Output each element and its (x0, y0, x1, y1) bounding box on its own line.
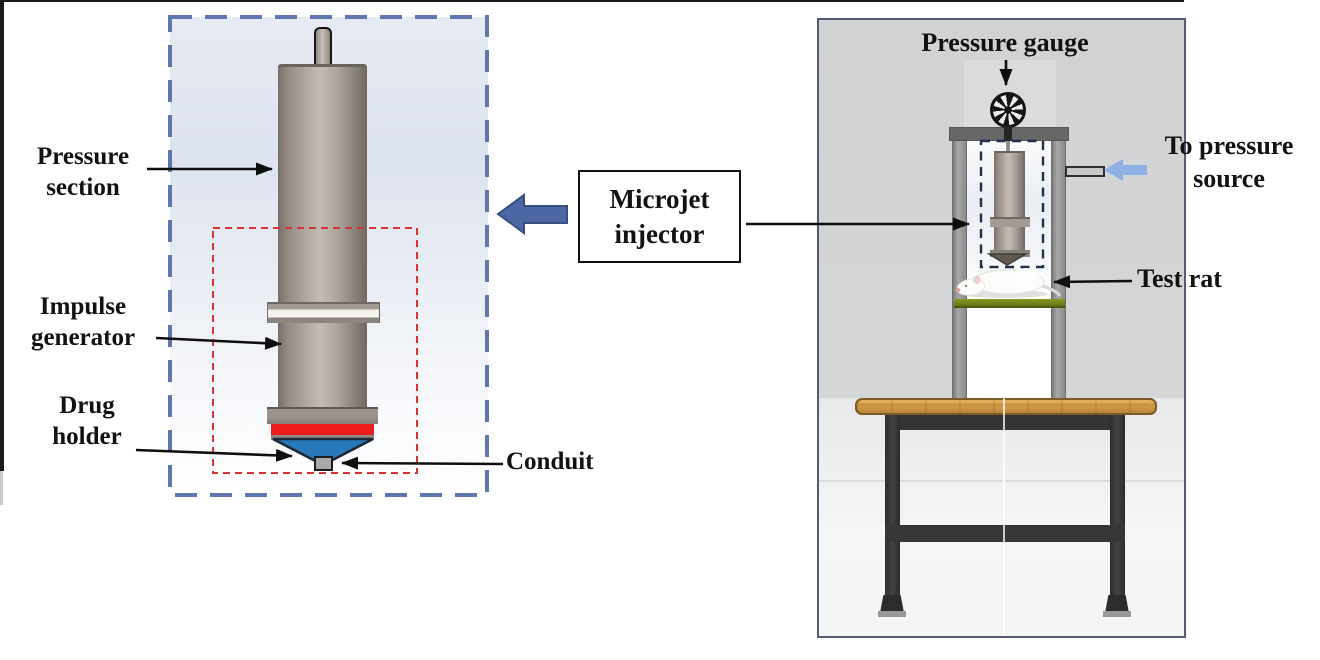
pressure-source-tube (1065, 166, 1105, 177)
stand-left-bar (952, 127, 967, 399)
small-injector-collar (990, 217, 1030, 227)
table-top (855, 398, 1157, 415)
floor-shading-line (819, 480, 1184, 482)
table-frame-bar (885, 415, 1125, 430)
cap-lower-strip (271, 435, 374, 440)
table-left-foot-plate (878, 611, 906, 617)
pressure-gauge-dial (990, 92, 1026, 128)
figure-top-border (0, 0, 1184, 2)
table-right-foot-plate (1103, 611, 1131, 617)
injector-top-plug (314, 27, 332, 66)
small-injector-cylinder (994, 151, 1025, 220)
figure-left-border (0, 0, 4, 471)
pressure-section-cylinder (278, 64, 367, 411)
green-platform (954, 299, 1065, 308)
to-pressure-source-label: To pressure source (1164, 131, 1294, 193)
microjet-injector-label: Microjet injector (609, 183, 710, 249)
stand-right-bar (1051, 127, 1066, 399)
table-left-leg (885, 415, 900, 615)
test-setup-panel (817, 18, 1186, 638)
pressure-section-label: Pressure section (36, 143, 130, 201)
drug-holder-label: Drug holder (52, 392, 122, 450)
test-rat-label: Test rat (1137, 264, 1222, 293)
small-injector-lower-cylinder (994, 227, 1025, 250)
figure-left-border-stub (0, 471, 3, 505)
table-right-leg (1110, 415, 1125, 615)
table-right-foot (1105, 595, 1129, 613)
small-injector-band (990, 250, 1030, 257)
microjet-block-arrow-icon (496, 193, 568, 235)
cylinder-collar-ring (267, 302, 380, 323)
gauge-stem (1004, 126, 1012, 141)
conduit-label: Conduit (506, 448, 594, 475)
impulse-generator-cap (267, 407, 378, 424)
table-crossbar (885, 525, 1125, 542)
pressure-gauge-label: Pressure gauge (921, 28, 1089, 57)
wall-corner-seam (1003, 398, 1005, 636)
floor-background (819, 398, 1184, 636)
microjet-injector-label-box: Microjet injector (578, 170, 741, 263)
table-left-foot (880, 595, 904, 613)
impulse-generator-label: Impulse generator (30, 293, 136, 351)
seal-red-band (271, 424, 374, 435)
